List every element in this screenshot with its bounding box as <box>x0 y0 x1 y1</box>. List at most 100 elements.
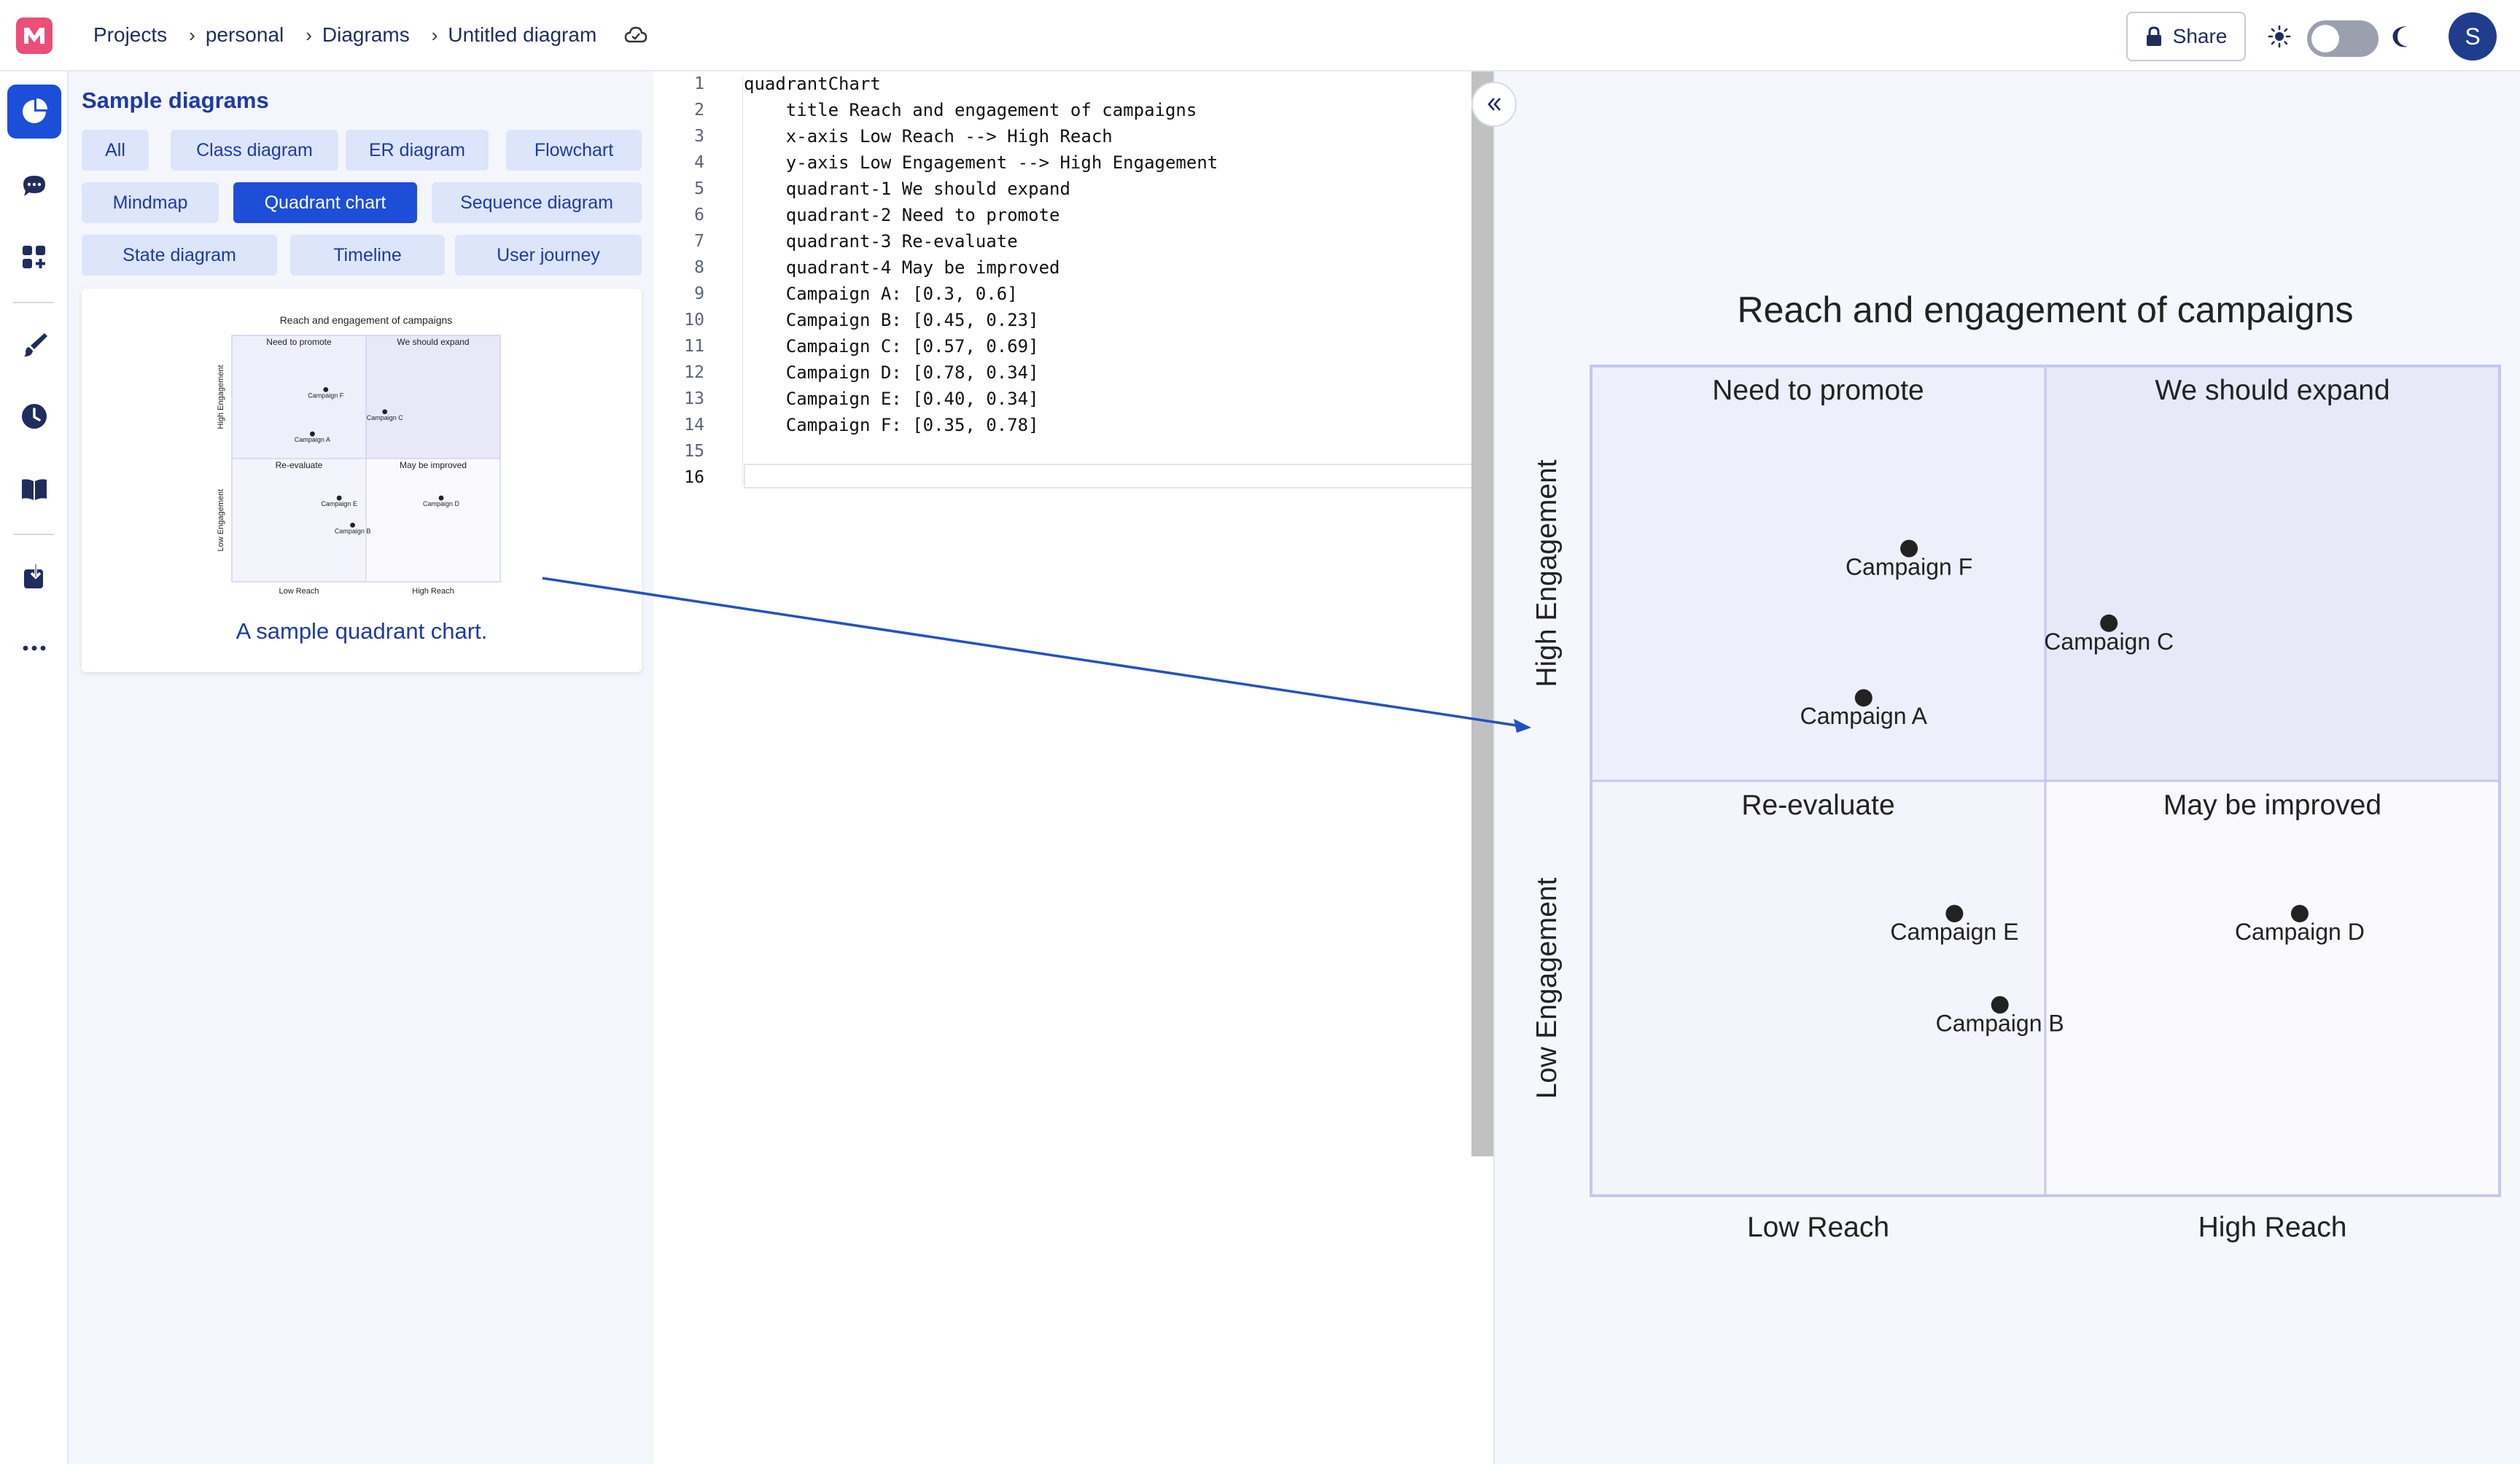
x-axis-low-label: Low Reach <box>1747 1212 1889 1243</box>
code-line[interactable]: 1 quadrantChart <box>653 71 1493 98</box>
line-text: quadrant-1 We should expand <box>744 179 1070 199</box>
sample-card-caption: A sample quadrant chart. <box>236 618 488 644</box>
line-number: 1 <box>694 74 704 93</box>
sun-icon <box>2268 25 2291 48</box>
theme-toggle-knob <box>2311 25 2339 52</box>
line-text: Campaign A: [0.3, 0.6] <box>744 284 1018 304</box>
line-text: quadrantChart <box>744 74 881 94</box>
line-text: quadrant-4 May be improved <box>744 257 1060 278</box>
chip-class-diagram[interactable]: Class diagram <box>171 130 338 171</box>
code-line[interactable]: 4 y-axis Low Engagement --> High Engagem… <box>653 150 1493 176</box>
code-line[interactable]: 15 <box>653 439 1493 465</box>
quadrant-1-area <box>366 335 500 459</box>
gutter-rule <box>742 76 743 486</box>
chip-sequence-diagram[interactable]: Sequence diagram <box>432 182 642 223</box>
line-text: Campaign F: [0.35, 0.78] <box>744 415 1039 435</box>
breadcrumb: Projects › personal › Diagrams › Untitle… <box>93 22 649 48</box>
pie-chart-icon <box>23 98 47 123</box>
code-line[interactable]: 12 Campaign D: [0.78, 0.34] <box>653 360 1493 386</box>
book-icon <box>22 479 47 500</box>
code-line[interactable]: 7 quadrant-3 Re-evaluate <box>653 229 1493 255</box>
rail-more[interactable] <box>7 621 61 675</box>
breadcrumb-diagram-name[interactable]: Untitled diagram <box>448 23 597 46</box>
quadrant-1-label: We should expand <box>2155 375 2389 406</box>
code-line[interactable]: 11 Campaign C: [0.57, 0.69] <box>653 334 1493 360</box>
code-editor[interactable]: 1 quadrantChart 2 title Reach and engageme… <box>653 71 1493 1464</box>
chip-quadrant-chart[interactable]: Quadrant chart <box>233 182 417 223</box>
data-point <box>2100 614 2118 632</box>
data-point <box>1854 689 1872 707</box>
editor-scrollbar[interactable] <box>1471 71 1493 1156</box>
rail-samples[interactable] <box>7 85 61 139</box>
chevrons-left-icon <box>1488 98 1501 111</box>
data-point-label: Campaign D <box>2235 919 2365 945</box>
data-point <box>2290 905 2309 923</box>
rail-history[interactable] <box>7 389 61 443</box>
collapse-editor-button[interactable] <box>1471 82 1517 127</box>
quadrant-4-area <box>2045 781 2500 1196</box>
theme-toggle[interactable] <box>2307 20 2379 57</box>
data-point-label: Campaign C <box>367 414 404 421</box>
user-avatar[interactable]: S <box>2449 12 2497 61</box>
chart-title: Reach and engagement of campaigns <box>1737 289 2353 330</box>
chip-timeline[interactable]: Timeline <box>290 235 445 276</box>
x-axis-high-label: High Reach <box>412 587 454 596</box>
data-point <box>350 522 355 528</box>
sample-diagrams-panel: Sample diagrams All Class diagram ER dia… <box>69 71 653 1464</box>
code-line[interactable]: 13 Campaign E: [0.40, 0.34] <box>653 386 1493 413</box>
rail-docs[interactable] <box>7 462 61 516</box>
code-line[interactable]: 6 quadrant-2 Need to promote <box>653 203 1493 229</box>
quadrant-3-area <box>1591 781 2045 1196</box>
data-point-label: Campaign F <box>1846 553 1972 580</box>
breadcrumb-diagrams[interactable]: Diagrams <box>322 23 410 46</box>
line-number: 5 <box>694 179 704 198</box>
quadrant-4-area <box>366 459 500 582</box>
data-point-label: Campaign E <box>1890 919 2018 945</box>
share-button[interactable]: Share <box>2126 12 2246 61</box>
line-number: 2 <box>694 101 704 120</box>
code-line[interactable]: 8 quadrant-4 May be improved <box>653 255 1493 281</box>
data-point <box>382 409 388 415</box>
code-line[interactable]: 14 Campaign F: [0.35, 0.78] <box>653 413 1493 439</box>
chip-flowchart[interactable]: Flowchart <box>506 130 642 171</box>
data-point-label: Campaign F <box>308 392 344 399</box>
samples-title: Sample diagrams <box>82 87 269 113</box>
cloud-icon[interactable] <box>623 22 649 48</box>
code-line[interactable]: 5 quadrant-1 We should expand <box>653 176 1493 203</box>
quadrant-3-label: Re-evaluate <box>1741 790 1894 821</box>
app-logo[interactable] <box>16 17 52 54</box>
code-line[interactable]: 3 x-axis Low Reach --> High Reach <box>653 124 1493 150</box>
code-line[interactable]: 9 Campaign A: [0.3, 0.6] <box>653 281 1493 308</box>
icon-rail <box>0 71 69 1464</box>
moon-icon <box>2392 26 2408 47</box>
y-axis-low-label: Low Engagement <box>1531 878 1563 1099</box>
chip-mindmap[interactable]: Mindmap <box>82 182 219 223</box>
breadcrumb-personal[interactable]: personal <box>205 23 284 46</box>
line-text: Campaign C: [0.57, 0.69] <box>744 336 1039 357</box>
chip-er-diagram[interactable]: ER diagram <box>346 130 489 171</box>
quadrant-2-area <box>232 335 366 459</box>
code-line[interactable]: 2 title Reach and engagement of campaign… <box>653 98 1493 124</box>
rail-theme[interactable] <box>7 318 61 372</box>
chip-state-diagram[interactable]: State diagram <box>82 235 277 276</box>
quadrant-3-area <box>232 459 366 582</box>
chevron-right-icon: › <box>306 23 312 46</box>
chip-user-journey[interactable]: User journey <box>455 235 642 276</box>
line-number: 11 <box>684 337 704 356</box>
lock-icon <box>2146 26 2161 46</box>
rail-export[interactable] <box>7 550 61 604</box>
breadcrumb-projects[interactable]: Projects <box>93 23 168 46</box>
rail-chat[interactable] <box>7 159 61 213</box>
chevron-right-icon: › <box>431 23 438 46</box>
rail-plugins[interactable] <box>7 230 61 284</box>
code-line[interactable]: 10 Campaign B: [0.45, 0.23] <box>653 308 1493 334</box>
line-text: y-axis Low Engagement --> High Engagemen… <box>744 152 1218 173</box>
y-axis-high-label: High Engagement <box>1531 459 1563 687</box>
data-point <box>336 495 342 501</box>
chip-all[interactable]: All <box>82 130 149 171</box>
code-line[interactable]: 16 <box>653 465 1493 491</box>
